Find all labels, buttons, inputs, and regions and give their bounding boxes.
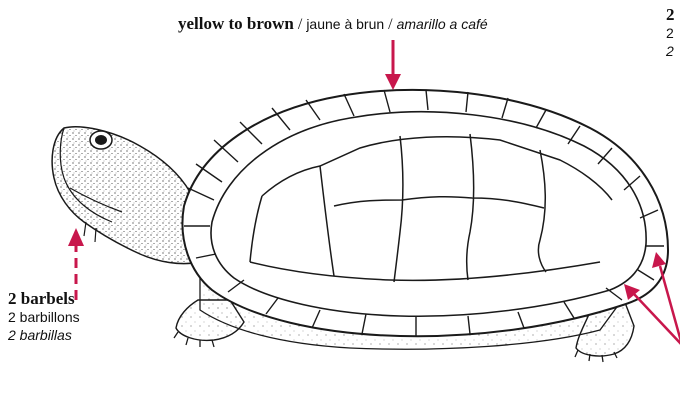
carapace-arrow (385, 40, 401, 90)
carapace-label-spanish: amarillo a café (397, 16, 488, 32)
label-separator: / (298, 16, 302, 33)
carapace-color-label: yellow to brown/jaune à brun/amarillo a … (178, 14, 488, 34)
barbels-label-spanish: 2 barbillas (8, 326, 80, 344)
carapace-label-french: jaune à brun (306, 16, 384, 32)
turtle-carapace (182, 90, 668, 336)
turtle-front-leg (174, 300, 244, 347)
right-label-french: 2 (666, 24, 675, 42)
barbels-label-french: 2 barbillons (8, 308, 80, 326)
cropped-right-label: 2 2 2 (666, 6, 675, 60)
right-label-english: 2 (666, 6, 675, 24)
carapace-label-english: yellow to brown (178, 14, 294, 33)
barbels-label: 2 barbels 2 barbillons 2 barbillas (8, 290, 80, 344)
label-separator: / (388, 16, 392, 33)
barbels-label-english: 2 barbels (8, 290, 80, 308)
right-label-spanish: 2 (666, 42, 675, 60)
